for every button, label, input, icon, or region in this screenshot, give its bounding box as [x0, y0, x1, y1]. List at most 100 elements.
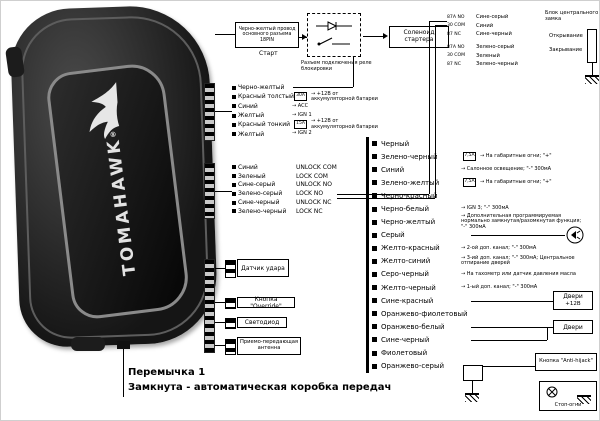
- wire-line: [353, 57, 354, 87]
- connector-pin: [372, 232, 377, 238]
- wire-label: Оранжево-белый: [381, 322, 445, 331]
- ground-icon: [465, 393, 479, 402]
- wire-label: Синий: [476, 22, 494, 29]
- wire-row: 87 NC Сине-черный: [447, 30, 518, 39]
- wire-note-box: Черно-желтый провод основного разъема 18…: [235, 22, 299, 48]
- wire-label: Сине-черный: [381, 335, 430, 344]
- wire-row: Желтый IGN 1: [232, 111, 381, 120]
- connector-pins: [225, 318, 236, 329]
- wire-row: 87А NO Зелено-серый: [447, 43, 518, 52]
- wire-row: 87 NC Зелено-черный: [447, 60, 518, 69]
- doors-plus-box: Двери +12В: [553, 291, 593, 310]
- wire-row: Зелено-черный 7,5А На габаритные огни; "…: [372, 150, 599, 163]
- fuse: 7,5А: [463, 152, 476, 162]
- fuse: 7,5А: [463, 178, 476, 188]
- unit-connector-pins: [204, 259, 215, 353]
- wire-line: [471, 366, 535, 367]
- wire-line: [435, 25, 436, 198]
- central-lock-wiring: 87А NO Сине-серый 30 COM Синий 87 NC Син…: [447, 13, 518, 69]
- connector-pin: [372, 245, 377, 251]
- wire-line: [592, 63, 593, 75]
- doors-minus-box: Двери: [553, 320, 593, 334]
- wire-label: Синий: [238, 102, 258, 110]
- wire-line: [215, 34, 237, 35]
- doors-note: +12В: [565, 300, 581, 307]
- wire-row: 30 COM Синий: [447, 22, 518, 31]
- connector-pin: [372, 271, 377, 277]
- wire-line: [123, 347, 124, 397]
- wire-line: [547, 327, 548, 340]
- wire-label: Сине-серый: [476, 14, 509, 21]
- wire-destination: Салонное освещение; "-" 300мА: [461, 166, 583, 172]
- connector-pin: [372, 350, 377, 356]
- connector-pin: [372, 324, 377, 330]
- relay-connector-note: Разъем подключения реле блокировки: [301, 60, 372, 72]
- mount-ear: [71, 337, 105, 351]
- ground-icon: [577, 395, 591, 404]
- arrow-icon: [383, 33, 388, 39]
- wire-row: Сине-черный UNLOCK NC: [232, 198, 337, 207]
- override-button-label: Кнопка "Override": [250, 295, 282, 310]
- wire-function: LOCK COM: [296, 172, 328, 180]
- connector-pin: [232, 113, 236, 118]
- wire-row: Черно-красный: [372, 189, 599, 202]
- harness-connector-bar: [366, 137, 369, 373]
- wire-note: Черно-желтый провод основного разъема 18…: [238, 27, 296, 43]
- wire-row: Красный тонкий 15А +12В от аккумуляторно…: [232, 119, 381, 130]
- relay-terminal: 87 NC: [447, 61, 461, 67]
- connector-pin: [232, 174, 236, 179]
- wire-label: Желто-красный: [381, 244, 440, 253]
- wire-label: Черно-красный: [381, 191, 438, 200]
- close-label: Закрывание: [549, 47, 583, 53]
- wire-row: Синий ACC: [232, 102, 381, 111]
- wire-label: Зеленый: [476, 52, 500, 59]
- wire-row: Зеленый LOCK COM: [232, 172, 337, 181]
- wire-destination: ACC: [292, 103, 362, 109]
- shock-sensor-label: Датчик удара: [241, 264, 285, 272]
- wire-line: [471, 340, 547, 341]
- wire-label: Красный тонкий: [238, 121, 291, 129]
- wire-line: [337, 194, 429, 195]
- wire-row: Оранжево-серый: [372, 360, 599, 373]
- doors-label: Двери: [563, 293, 583, 301]
- wire-row: Фиолетовый: [372, 347, 599, 360]
- wire-row: Синий Салонное освещение; "-" 300мА: [372, 163, 599, 176]
- wire-line: [471, 235, 565, 236]
- wire-label: Сине-серый: [238, 181, 276, 189]
- wire-destination: IGN 2: [292, 131, 362, 137]
- wire-function: UNLOCK NO: [296, 181, 332, 189]
- connector-pin: [372, 311, 377, 317]
- fuse: 15А: [294, 120, 307, 130]
- switch-box: [463, 365, 483, 381]
- connector-pin: [232, 209, 236, 214]
- lock-connector: Синий UNLOCK COM Зеленый LOCK COM Сине-с…: [232, 163, 337, 216]
- connector-pin: [372, 337, 377, 343]
- wire-function: LOCK NC: [296, 207, 323, 215]
- wire-row: Серо-черный На тахометр или датчик давле…: [372, 268, 599, 281]
- wire-function: UNLOCK COM: [296, 163, 337, 171]
- wire-line: [471, 327, 553, 328]
- relay-terminal: 30 COM: [447, 23, 466, 29]
- unit-connector-pins: [204, 83, 215, 141]
- wire-destination: 2-ой доп. канал; "-" 300мА: [461, 245, 583, 251]
- wire-label: Оранжево-фиолетовый: [381, 309, 468, 318]
- wire-line: [429, 21, 447, 22]
- wire-line: [215, 191, 232, 192]
- wire-line: [429, 21, 430, 194]
- connector-pin: [232, 94, 236, 99]
- siren-icon: [566, 226, 584, 244]
- antihijack-label: Кнопка "Anti-hijack": [539, 358, 593, 365]
- wire-destination: IGN 3; "-" 300мА: [461, 205, 583, 211]
- wire-label: Серый: [381, 231, 405, 240]
- jumper-connector: [117, 341, 130, 349]
- connector-pin: [232, 104, 236, 109]
- connector-pin: [372, 219, 377, 225]
- antenna-label: Приемо-передающая антенна: [239, 339, 299, 351]
- wire-row: Сине-черный: [372, 333, 599, 346]
- start-label: Старт: [259, 50, 278, 57]
- wire-line: [215, 111, 232, 112]
- connector-pin: [372, 180, 377, 186]
- wire-label: Черный: [381, 139, 410, 148]
- wire-row: 87А NO Сине-серый: [447, 13, 518, 22]
